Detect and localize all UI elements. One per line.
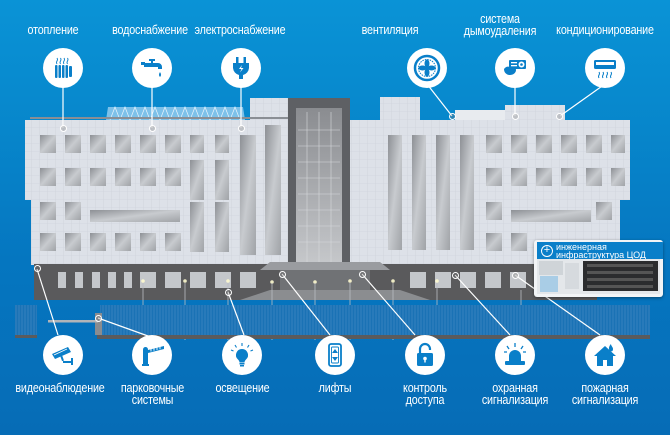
anchor-heating [60, 125, 67, 132]
light-bulb-icon [230, 343, 254, 367]
fire-house-icon [594, 344, 616, 366]
smoke-extraction-icon [504, 60, 526, 75]
anchor-smoke [512, 113, 519, 120]
security-alarm-button[interactable] [495, 335, 535, 375]
fan-icon [413, 54, 441, 82]
air-conditioning-button[interactable] [585, 48, 625, 88]
label-access-line1: контроль [403, 381, 447, 395]
anchor-power [238, 125, 245, 132]
parking-barrier-icon [142, 346, 164, 366]
label-parking: парковочные системы [107, 381, 197, 407]
label-security-line2: сигнализация [481, 393, 549, 407]
access-control-button[interactable] [405, 335, 445, 375]
label-fire-line1: пожарная [581, 381, 629, 395]
label-smoke-line2: дымоудаления [463, 24, 537, 38]
water-tap-icon [141, 59, 162, 77]
anchor-security [452, 272, 459, 279]
anchor-ac [556, 113, 563, 120]
label-fire: пожарная сигнализация [562, 381, 648, 407]
label-power: электроснабжение [194, 23, 286, 37]
elevator-icon [328, 343, 342, 367]
lighting-button[interactable] [222, 335, 262, 375]
anchor-fire [512, 272, 519, 279]
label-ac: кондиционирование [556, 23, 654, 37]
label-ventilation: вентиляция [361, 23, 419, 37]
alarm-beacon-icon [504, 343, 526, 365]
label-lighting: освещение [215, 381, 270, 395]
promo-title-line2: инфраструктура ЦОД [556, 250, 646, 260]
radiator-icon [55, 57, 72, 78]
label-smoke: система дымоудаления [448, 12, 551, 38]
datacenter-floorplan-image [537, 259, 660, 294]
electric-plug-icon [233, 57, 249, 79]
label-security: охранная сигнализация [472, 381, 558, 407]
air-conditioner-icon [594, 60, 616, 79]
cctv-camera-icon [52, 347, 73, 365]
promo-header: + инженерная инфраструктура ЦОД [537, 242, 663, 260]
anchor-parking [95, 315, 102, 322]
anchor-lighting [225, 289, 232, 296]
label-cctv: видеонаблюдение [15, 381, 105, 395]
label-access-line2: доступа [405, 393, 445, 407]
padlock-icon [417, 342, 433, 366]
anchor-water [149, 125, 156, 132]
label-water: водоснабжение [112, 23, 188, 37]
datacenter-infrastructure-card[interactable]: + инженерная инфраструктура ЦОД [534, 240, 663, 297]
label-elevators: лифты [318, 381, 352, 395]
heating-button[interactable] [43, 48, 83, 88]
label-security-line1: охранная [492, 381, 538, 395]
label-parking-line2: системы [131, 393, 174, 407]
promo-title-line1: инженерная [556, 242, 607, 252]
label-parking-line1: парковочные [120, 381, 185, 395]
anchor-cctv [34, 265, 41, 272]
elevators-button[interactable] [315, 335, 355, 375]
promo-title: инженерная инфраструктура ЦОД [556, 242, 646, 260]
label-heating: отопление [27, 23, 79, 37]
anchor-ventilation [449, 113, 456, 120]
anchor-access [359, 271, 366, 278]
label-access: контроль доступа [391, 381, 460, 407]
plus-circle-icon: + [541, 245, 553, 257]
smoke-extraction-button[interactable] [495, 48, 535, 88]
fire-alarm-button[interactable] [585, 335, 625, 375]
label-fire-line2: сигнализация [571, 393, 639, 407]
ventilation-button[interactable] [407, 48, 447, 88]
parking-systems-button[interactable] [132, 335, 172, 375]
cctv-button[interactable] [43, 335, 83, 375]
anchor-elevators [279, 271, 286, 278]
label-smoke-line1: система [480, 12, 520, 26]
power-button[interactable] [221, 48, 261, 88]
water-button[interactable] [132, 48, 172, 88]
